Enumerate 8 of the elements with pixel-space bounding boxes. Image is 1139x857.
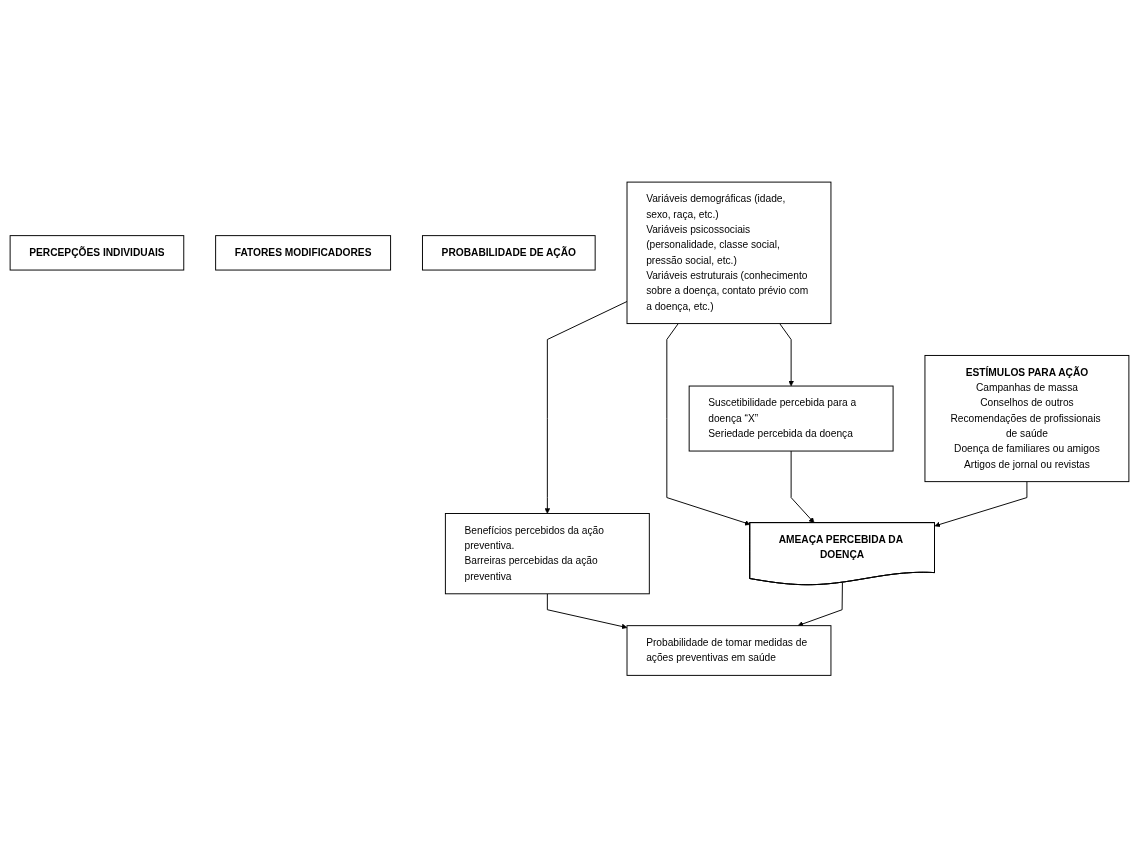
node-box: Variáveis demográficas (idade, sexo, raça, etc.) Variáveis psicossociais (personalidade, classe social, pressão social, etc.) Variáveis estruturais (conhecimento sobre a doença, contato prévio com a doença, etc.) (626, 181, 832, 324)
node-box: ESTÍMULOS PARA AÇÃO Campanhas de massa Conselhos de outros Recomendações de profissionais de saúde Doença de familiares ou amigos Artigos de jornal ou revistas (924, 354, 1130, 482)
node-box: FATORES MODIFICADORES (215, 234, 392, 271)
node-box: Suscetibilidade percebida para a doença “X” Seriedade percebida da doença (688, 385, 894, 452)
node-box: Benefícios percebidos da ação preventiva. Barreiras percebidas da ação preventiva (444, 512, 650, 595)
node-box: Probabilidade de tomar medidas de ações preventivas em saúde (626, 624, 832, 676)
node-box: PERCEPÇÕES INDIVIDUAIS (9, 234, 185, 271)
node-box: PROBABILIDADE DE AÇÃO (421, 234, 596, 271)
